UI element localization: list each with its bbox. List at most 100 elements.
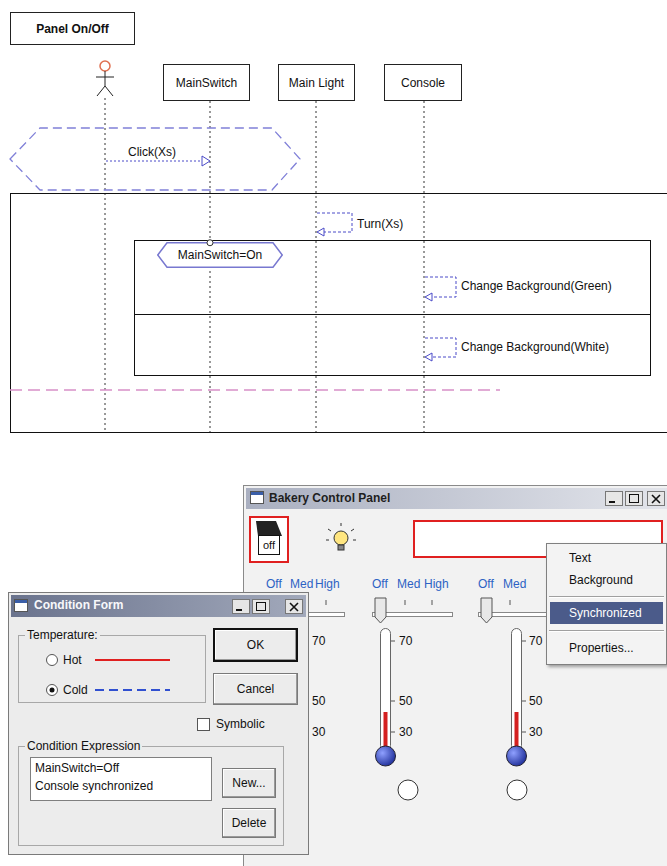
actor-leg: [97, 86, 105, 96]
message-label: Click(Xs): [128, 145, 176, 159]
group-box: Condition ExpressionMainSwitch=OffConsol…: [18, 746, 284, 846]
close-glyph: [290, 603, 298, 611]
bulb-icon: [334, 531, 348, 545]
lifeline-head: MainSwitch: [163, 64, 250, 101]
arrowhead: [425, 293, 432, 301]
slider-label: High: [424, 577, 449, 591]
bulb-rays: [326, 523, 356, 540]
thermometer-bulb: [376, 746, 396, 766]
radio-button: [47, 685, 58, 696]
bulb-base: [338, 545, 344, 550]
arrowhead: [317, 228, 324, 236]
indicator-circle: [507, 780, 527, 800]
slider-label: Med: [290, 577, 313, 591]
context-menu: TextBackgroundSynchronizedProperties...: [546, 543, 667, 665]
node-text: Synchronized: [550, 602, 663, 624]
slider-ticks: [379, 600, 432, 605]
close-glyph: [652, 495, 660, 503]
minimize-glyph: [609, 501, 615, 503]
chart-frame: [11, 194, 667, 433]
maximize-button: [253, 600, 270, 614]
if-frame: [135, 241, 651, 376]
actor-leg: [105, 86, 113, 96]
node-text: Background: [569, 573, 633, 587]
node-text: Console: [401, 76, 445, 90]
push-button: Cancel: [213, 673, 298, 705]
slider-label: High: [315, 577, 340, 591]
window-icon: [15, 600, 27, 603]
node-text: Hot: [63, 653, 82, 667]
message-label: Symbolic: [216, 717, 265, 731]
prechart-hexagon: [10, 128, 300, 190]
condition-hexagon: MainSwitch=On: [157, 242, 283, 268]
actor-body: [105, 71, 106, 86]
node-text: Text: [569, 551, 591, 565]
switch-highlight: [250, 517, 288, 562]
hot-line-sample: [95, 659, 170, 661]
scale-number: 70: [312, 634, 325, 648]
maximize-glyph: [630, 495, 639, 503]
message-label: Change Background(Green): [461, 279, 612, 293]
else-divider: [134, 314, 650, 315]
thermometer-bulb: [507, 746, 527, 766]
scale-number: 30: [529, 725, 542, 739]
close-button: [648, 492, 665, 506]
radio-dot: [50, 688, 55, 693]
menu-separator: [549, 630, 664, 632]
node-text: MainSwitch=On: [178, 248, 262, 262]
node-text: Main Light: [289, 76, 344, 90]
slider-label: Off: [478, 577, 494, 591]
cold-line-sample: [95, 689, 170, 691]
title-bar: [246, 488, 667, 509]
checkbox: [198, 719, 210, 731]
node-text: Bakery Control Panel: [269, 491, 390, 505]
scale-number: 50: [399, 694, 412, 708]
window-icon: [251, 492, 263, 495]
node-text: Condition Form: [34, 598, 123, 612]
window-icon: [15, 600, 28, 612]
window: Bakery Control Panel offTextBackgroundSyn…: [243, 485, 667, 866]
arrowhead: [202, 156, 210, 166]
node-text: OK: [247, 638, 264, 652]
scale-number: 50: [312, 694, 325, 708]
cut-line: [10, 389, 500, 390]
maximize-glyph: [257, 603, 266, 611]
push-button: New...: [222, 768, 276, 798]
node-text: Delete: [232, 816, 267, 830]
node-text: Cold: [63, 683, 88, 697]
lifeline-head: Console: [384, 64, 462, 101]
node-text: MainSwitch=Off: [35, 761, 119, 775]
minimize-glyph: [236, 609, 242, 611]
actor-arms: [96, 77, 114, 78]
node-text: Temperature:: [25, 628, 100, 642]
slider-label: Med: [397, 577, 420, 591]
slider-label: Off: [266, 577, 282, 591]
title-text: Panel On/Off: [36, 22, 109, 36]
minimize-button: [233, 600, 250, 614]
switch-label: off: [258, 535, 280, 555]
radio-button: [47, 655, 58, 666]
maximize-button: [626, 492, 643, 506]
lifeline-head: Main Light: [278, 64, 355, 101]
title-bar: [11, 595, 306, 617]
message-label: Turn(Xs): [357, 217, 403, 231]
slider-label: Med: [503, 577, 526, 591]
message-label: Change Background(White): [461, 340, 609, 354]
lifeline: [424, 101, 425, 432]
push-button: Delete: [222, 808, 276, 838]
list-box: MainSwitch=OffConsole synchronized: [30, 757, 212, 801]
lifeline: [105, 98, 106, 432]
lifeline-marker: [207, 240, 213, 246]
node-text: Console synchronized: [35, 779, 153, 793]
node-text: Cancel: [237, 682, 274, 696]
switch-lever: [256, 521, 282, 536]
scale-number: 50: [529, 694, 542, 708]
slider-thumb: [375, 598, 386, 623]
lifeline: [316, 101, 317, 432]
window-icon: [251, 492, 264, 504]
thermometer-ticks: [522, 641, 526, 732]
